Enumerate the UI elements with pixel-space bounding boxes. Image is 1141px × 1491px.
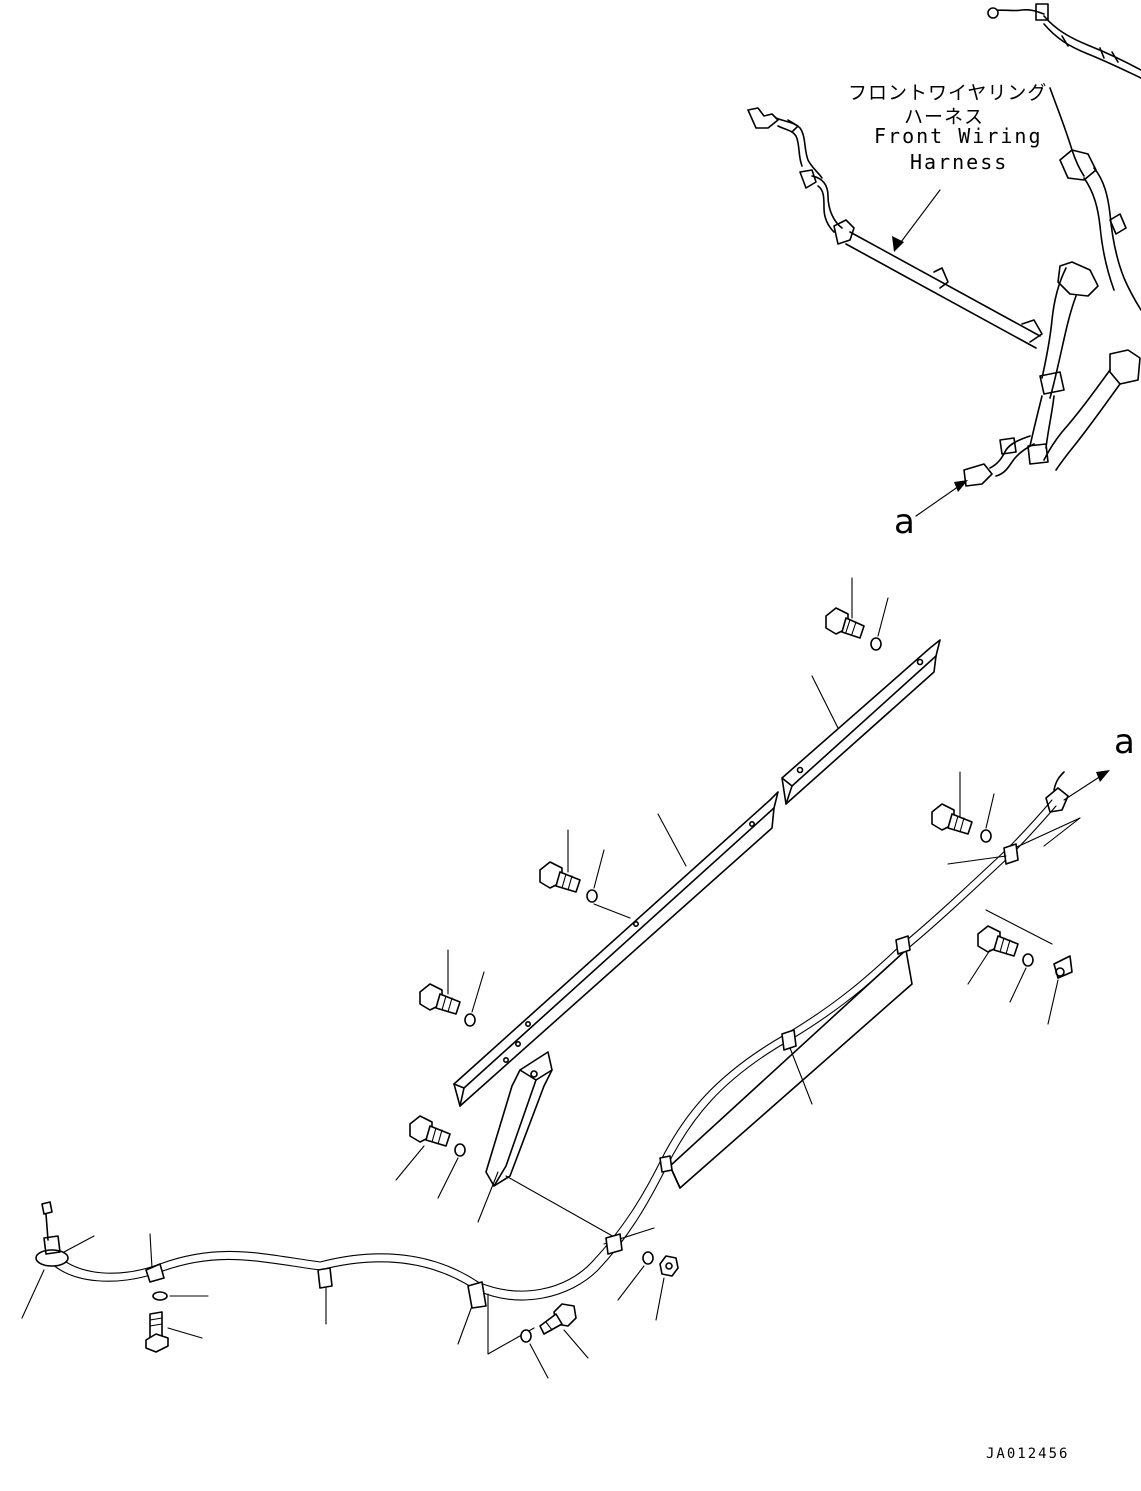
harness-label-jp-line2: ハーネス	[904, 106, 985, 128]
washers	[152, 637, 1034, 1343]
harness-clip-icon	[781, 1029, 797, 1051]
harness-clip-icon	[145, 1263, 165, 1283]
hex-bolt-icon	[539, 1303, 577, 1335]
harness-label-en-line2: Harness	[910, 150, 1009, 174]
mounting-bracket	[477, 1051, 617, 1239]
washer-icon	[980, 829, 992, 843]
harness-clip-icon	[467, 1281, 487, 1309]
lower-wiring-harness	[35, 771, 1081, 1355]
hex-bolt-icon	[145, 1311, 169, 1353]
washer-icon	[1022, 953, 1034, 967]
drawing-code: JA012456	[986, 1446, 1070, 1462]
washer-icon	[454, 1143, 466, 1157]
cover-plate-main	[453, 791, 779, 1107]
harness-clip-icon	[317, 1267, 333, 1289]
hex-bolt-icon	[931, 803, 973, 835]
washer-icon	[870, 637, 882, 651]
harness-clip-icon	[605, 1233, 623, 1255]
washer-icon	[464, 1013, 476, 1027]
washer-icon	[586, 889, 598, 903]
harness-clip-icon	[659, 1155, 673, 1173]
bolts	[145, 607, 1019, 1353]
front-wiring-harness	[747, 3, 1141, 517]
hex-bolt-icon	[419, 983, 461, 1015]
harness-clip-icon	[1003, 843, 1019, 865]
view-letter-a-top: a	[894, 502, 915, 542]
hex-nut-icon	[659, 1255, 679, 1277]
hex-bolt-icon	[977, 925, 1019, 957]
washer-icon	[642, 1251, 654, 1265]
view-letter-a-right: a	[1114, 722, 1135, 762]
hex-bolt-icon	[539, 861, 581, 893]
harness-clip-icon	[895, 935, 911, 955]
cover-plate-upper	[781, 639, 941, 805]
harness-label-en-line1: Front Wiring	[874, 124, 1043, 148]
leader-lines	[21, 577, 1110, 1379]
harness-label-jp-line1: フロントワイヤリング	[848, 82, 1048, 104]
harness-clips	[145, 843, 1073, 1309]
washer-icon	[520, 1329, 532, 1343]
wire-guard-cover	[669, 949, 913, 1189]
hex-bolt-icon	[825, 607, 865, 639]
washer-icon	[152, 1291, 168, 1301]
hex-bolt-icon	[409, 1115, 451, 1147]
